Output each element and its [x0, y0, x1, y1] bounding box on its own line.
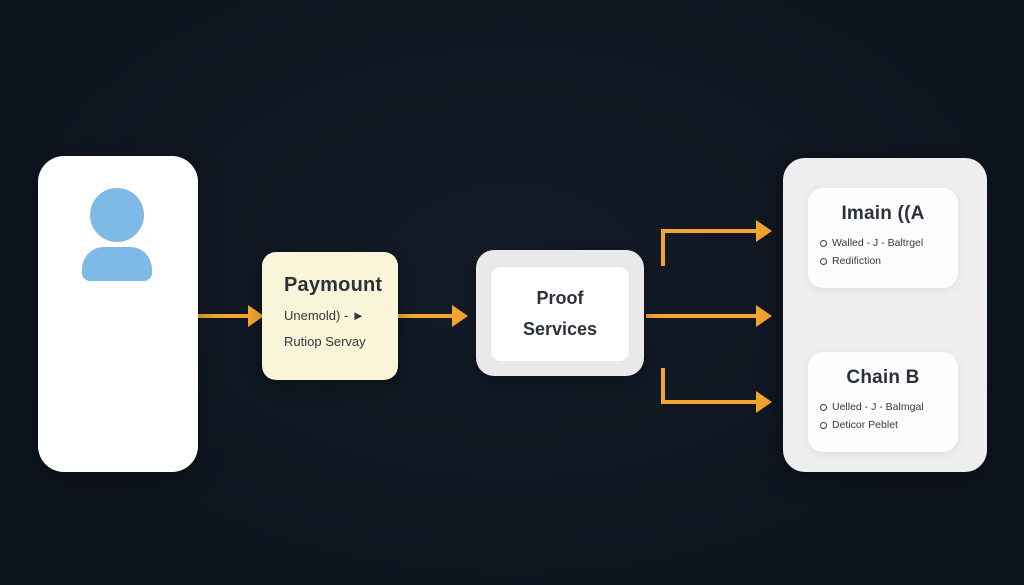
- arrow-proof-to-chain-b: [661, 368, 772, 413]
- circle-bullet-icon: [820, 421, 827, 429]
- chains-panel: Imain ((A Walled - J - Baltrgel Redifict…: [783, 158, 987, 472]
- list-item: Walled - J - Baltrgel: [820, 234, 958, 252]
- chain-a-title: Imain ((A: [841, 203, 925, 224]
- proof-services-inner-card: Proof Services: [491, 267, 629, 361]
- list-item: Deticor Peblet: [820, 416, 958, 434]
- chain-b-list: Uelled - J - Balmgal Deticor Peblet: [808, 398, 958, 434]
- circle-bullet-icon: [820, 403, 827, 411]
- chain-a-card: Imain ((A Walled - J - Baltrgel Redifict…: [808, 188, 958, 288]
- proof-services-box: Proof Services: [476, 250, 644, 376]
- arrow-proof-to-chain-a: [661, 220, 772, 266]
- arrow-user-to-payment: [198, 305, 264, 327]
- bullet-text: Redifiction: [832, 255, 882, 267]
- proof-services-line-2: Services: [522, 319, 598, 339]
- person-torso-shape: [82, 247, 152, 281]
- payment-box: Paymount Unemold) - ► Rutiop Servay: [262, 252, 398, 380]
- person-head-shape: [90, 188, 144, 242]
- bullet-text: Uelled - J - Balmgal: [832, 401, 924, 413]
- bullet-text: Walled - J - Baltrgel: [832, 237, 924, 249]
- proof-services-line-1: Proof: [536, 288, 584, 308]
- circle-bullet-icon: [820, 239, 827, 247]
- circle-bullet-icon: [820, 257, 827, 265]
- bullet-text: Deticor Peblet: [832, 419, 898, 431]
- chain-a-list: Walled - J - Baltrgel Redifiction: [808, 234, 958, 270]
- arrow-payment-to-proof: [398, 305, 468, 327]
- list-item: Uelled - J - Balmgal: [820, 398, 958, 416]
- chain-b-title: Chain B: [846, 367, 920, 388]
- payment-box-title: Paymount: [284, 274, 383, 296]
- list-item: Redifiction: [820, 252, 958, 270]
- payment-box-line-2: Rutiop Servay: [284, 334, 366, 349]
- chain-b-card: Chain B Uelled - J - Balmgal Deticor Peb…: [808, 352, 958, 452]
- arrow-proof-to-panel-middle: [646, 305, 772, 327]
- user-card: [38, 156, 198, 472]
- payment-box-line-1: Unemold) - ►: [284, 308, 365, 323]
